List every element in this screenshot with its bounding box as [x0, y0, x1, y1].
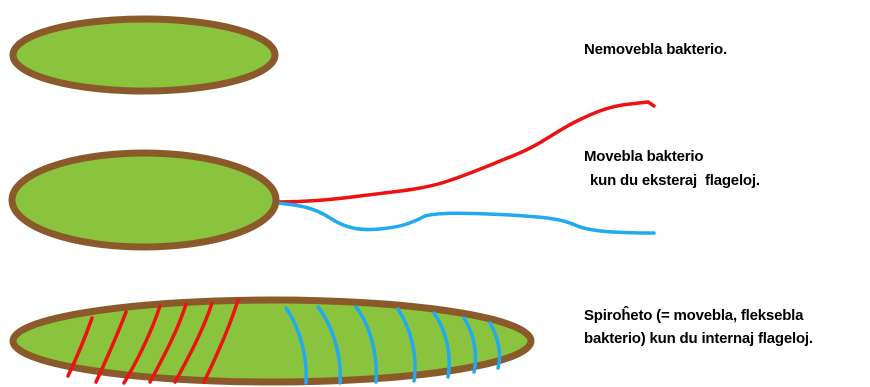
spirochete-cell [13, 300, 531, 382]
motile-bacterium-cell [12, 153, 276, 247]
motile-bacterium-label-line2: kun du eksteraj flageloj. [586, 170, 760, 192]
nonmotile-bacterium-label: Nemovebla bakterio. [584, 39, 727, 61]
motile-bacterium-label-line1: Movebla bakterio [584, 146, 703, 168]
spirochete-label-line2: bakterio) kun du internaj flageloj. [584, 328, 813, 350]
spirochete-label-line1: Spiroĥeto (= movebla, fleksebla [584, 305, 803, 327]
external-flagellum-blue [276, 203, 654, 233]
nonmotile-bacterium-cell [13, 19, 275, 91]
